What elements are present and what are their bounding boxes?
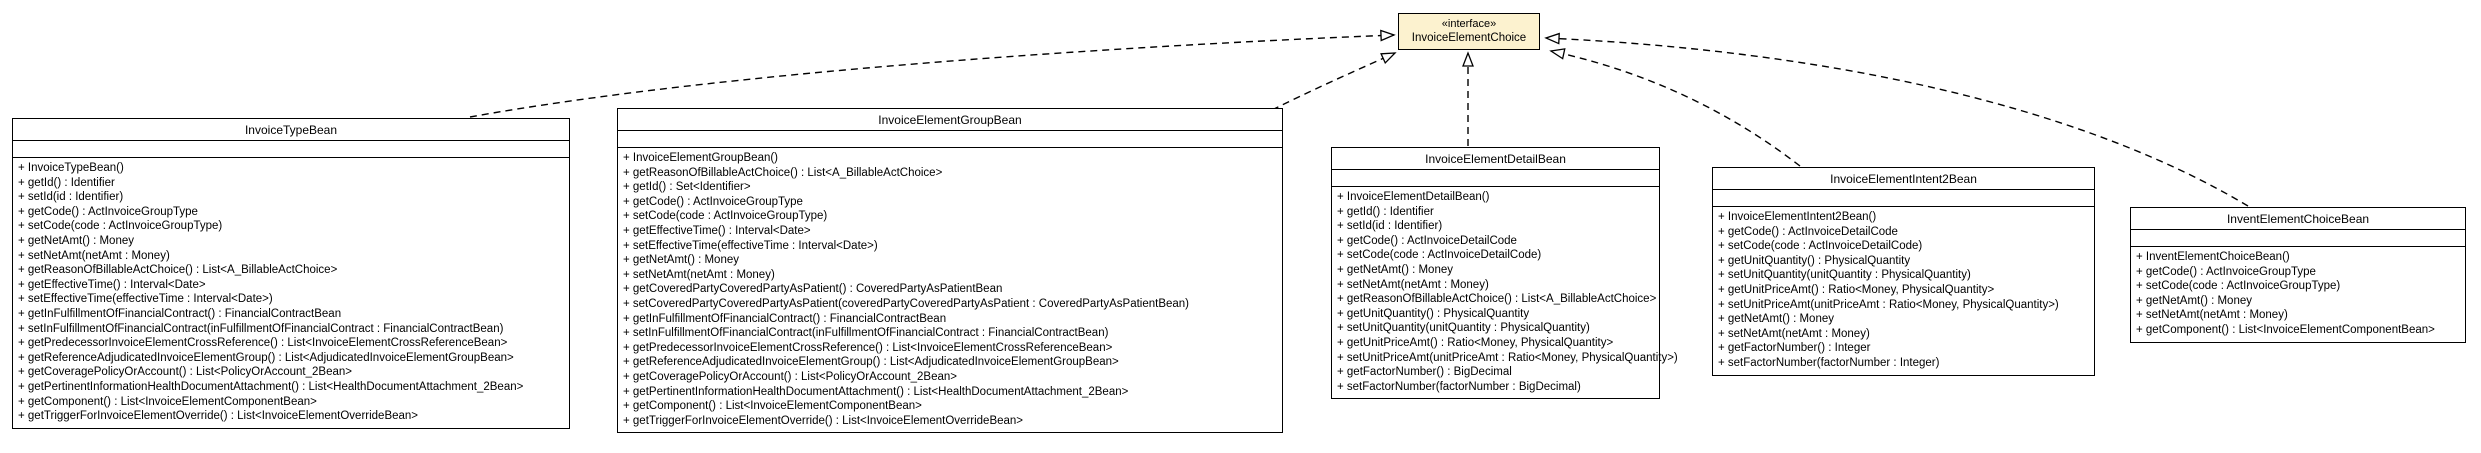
connector-invoiceelementgroupbean [1271,52,1397,111]
method-label: + getCoveragePolicyOrAccount() : List<Po… [18,366,352,379]
method-label: + setUnitPriceAmt(unitPriceAmt : Ratio<M… [1337,351,1678,364]
method-label: + setCode(code : ActInvoiceGroupType) [2136,280,2341,293]
attributes-compartment [2131,230,2465,247]
method-label: + getFactorNumber() : BigDecimal [1337,366,1512,379]
method-label: + setNetAmt(netAmt : Money) [2136,309,2288,322]
method-label: + setCode(code : ActInvoiceGroupType) [623,210,828,223]
method-label: + getReferenceAdjudicatedInvoiceElementG… [623,356,1119,369]
method-label: + setCode(code : ActInvoiceDetailCode) [1337,249,1542,262]
method-label: + getUnitQuantity() : PhysicalQuantity [1718,254,1911,267]
class-box-invoiceelementgroupbean[interactable]: InvoiceElementGroupBean + InvoiceElement… [617,108,1283,434]
methods-compartment: + InventElementChoiceBean() + getCode() :… [2131,247,2465,342]
method-label: + getEffectiveTime() : Interval<Date> [18,278,206,291]
method-label: + InvoiceTypeBean() [18,162,124,174]
method-label: + getReasonOfBillableActChoice() : List<… [1337,293,1657,306]
method-label: + InvoiceElementDetailBean() [1337,191,1490,203]
class-title: InvoiceTypeBean [13,119,569,141]
method-label: + setEffectiveTime(effectiveTime : Inter… [623,239,878,252]
method-label: + setId(id : Identifier) [18,191,124,204]
attributes-compartment [1332,170,1659,187]
method-label: + setId(id : Identifier) [1337,220,1443,233]
class-title: InvoiceElementDetailBean [1332,148,1659,170]
interface-box-invoiceelementchoice[interactable]: «interface» InvoiceElementChoice [1398,13,1540,50]
method-label: + getUnitQuantity() : PhysicalQuantity [1337,307,1530,320]
method-label: + getPertinentInformationHealthDocumentA… [18,380,524,393]
method-label: + getReasonOfBillableActChoice() : List<… [18,264,338,277]
class-title: InvoiceElementGroupBean [618,109,1282,131]
interface-stereotype: «interface» [1441,18,1497,30]
method-label: + getId() : Identifier [18,176,115,189]
method-label: + getCode() : ActInvoiceDetailCode [1337,234,1517,247]
method-label: + getPertinentInformationHealthDocumentA… [623,385,1129,398]
method-label: + InventElementChoiceBean() [2136,251,2290,263]
method-label: + setCode(code : ActInvoiceGroupType) [18,220,223,233]
interface-name: InvoiceElementChoice [1411,32,1527,44]
method-label: + setFactorNumber(factorNumber : Integer… [1718,356,1940,369]
method-label: + getPredecessorInvoiceElementCrossRefer… [18,337,508,350]
method-label: + getNetAmt() : Money [2136,294,2252,307]
method-label: + InvoiceElementIntent2Bean() [1718,211,1877,223]
class-box-inventelementchoicebean[interactable]: InventElementChoiceBean + InventElementC… [2130,207,2466,343]
class-box-invoiceelementintent2bean[interactable]: InvoiceElementIntent2Bean + InvoiceEleme… [1712,167,2095,376]
method-label: + getNetAmt() : Money [18,234,134,247]
method-label: + getCode() : ActInvoiceDetailCode [1718,225,1898,238]
methods-compartment: + InvoiceElementIntent2Bean() + getCode()… [1713,207,2094,375]
method-label: + getTriggerForInvoiceElementOverride() … [18,410,419,423]
method-label: + getCoveragePolicyOrAccount() : List<Po… [623,370,957,383]
method-label: + getId() : Set<Identifier> [623,181,751,194]
method-label: + getFactorNumber() : Integer [1718,342,1871,355]
method-label: + setCode(code : ActInvoiceDetailCode) [1718,240,1923,253]
method-label: + getReasonOfBillableActChoice() : List<… [623,166,943,179]
method-label: + getNetAmt() : Money [1337,263,1453,276]
method-label: + getComponent() : List<InvoiceElementCo… [623,400,922,413]
method-label: + getCode() : ActInvoiceGroupType [623,195,803,208]
method-label: + setCoveredPartyCoveredPartyAsPatient(c… [623,297,1190,310]
connector-invoicetypebean [469,29,1396,118]
method-label: + getInFulfillmentOfFinancialContract() … [623,312,947,325]
class-title: InventElementChoiceBean [2131,208,2465,230]
method-label: + setFactorNumber(factorNumber : BigDeci… [1337,380,1581,393]
methods-compartment: + InvoiceElementDetailBean() + getId() : … [1332,187,1678,398]
method-label: + setEffectiveTime(effectiveTime : Inter… [18,293,273,306]
method-label: + getComponent() : List<InvoiceElementCo… [2136,323,2435,336]
method-label: + getId() : Identifier [1337,205,1434,218]
method-label: + getReferenceAdjudicatedInvoiceElementG… [18,351,514,364]
class-box-invoiceelementdetailbean[interactable]: InvoiceElementDetailBean + InvoiceElemen… [1331,147,1678,400]
method-label: + setNetAmt(netAmt : Money) [1337,278,1489,291]
method-label: + setUnitPriceAmt(unitPriceAmt : Ratio<M… [1718,298,2059,311]
method-label: + getUnitPriceAmt() : Ratio<Money, Physi… [1337,336,1614,349]
class-title: InvoiceElementIntent2Bean [1713,168,2094,190]
method-label: + setNetAmt(netAmt : Money) [623,268,775,281]
attributes-compartment [13,141,569,158]
method-label: + setNetAmt(netAmt : Money) [18,249,170,262]
method-label: + getUnitPriceAmt() : Ratio<Money, Physi… [1718,283,1995,296]
method-label: + getNetAmt() : Money [623,254,739,267]
method-label: + setInFulfillmentOfFinancialContract(in… [623,327,1109,340]
method-label: + setNetAmt(netAmt : Money) [1718,327,1870,340]
method-label: + InvoiceElementGroupBean() [623,152,779,164]
method-label: + getCoveredPartyCoveredPartyAsPatient()… [623,283,1003,296]
methods-compartment: + InvoiceElementGroupBean() + getReasonOf… [618,148,1282,432]
method-label: + setInFulfillmentOfFinancialContract(in… [18,322,504,335]
method-label: + getNetAmt() : Money [1718,313,1834,326]
attributes-compartment [618,131,1282,148]
method-label: + getTriggerForInvoiceElementOverride() … [623,414,1024,427]
method-label: + getInFulfillmentOfFinancialContract() … [18,307,342,320]
method-label: + getPredecessorInvoiceElementCrossRefer… [623,341,1113,354]
method-label: + setUnitQuantity(unitQuantity : Physica… [1718,269,1971,282]
method-label: + getCode() : ActInvoiceGroupType [2136,265,2316,278]
attributes-compartment [1713,190,2094,207]
method-label: + getComponent() : List<InvoiceElementCo… [18,395,317,408]
method-label: + setUnitQuantity(unitQuantity : Physica… [1337,322,1590,335]
method-label: + getEffectiveTime() : Interval<Date> [623,224,811,237]
methods-compartment: + InvoiceTypeBean() + getId() : Identifie… [13,158,569,428]
class-box-invoicetypebean[interactable]: InvoiceTypeBean + InvoiceTypeBean() + get… [12,118,570,429]
method-label: + getCode() : ActInvoiceGroupType [18,205,198,218]
